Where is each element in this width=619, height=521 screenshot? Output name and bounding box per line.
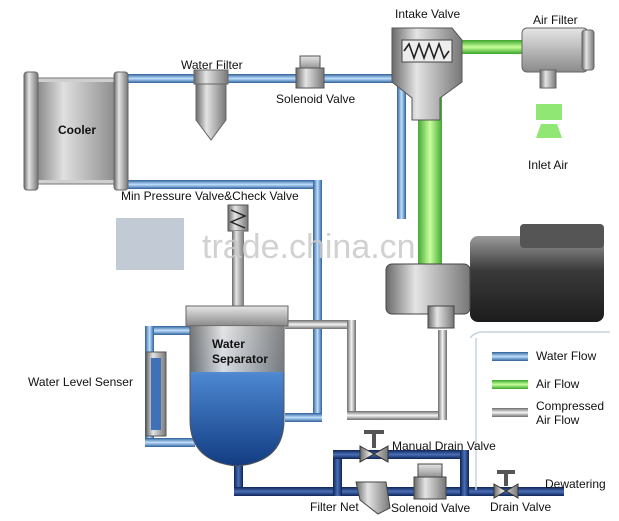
cooler bbox=[23, 71, 129, 191]
label-drain-valve: Drain Valve bbox=[490, 500, 552, 514]
label-water-separator-line2: Separator bbox=[212, 352, 269, 366]
compressor-motor bbox=[385, 224, 604, 329]
watermark: trade.china.cn bbox=[202, 228, 416, 266]
intake-valve bbox=[391, 27, 463, 121]
min-pressure-valve-icon bbox=[227, 204, 249, 311]
legend-air-swatch bbox=[492, 380, 528, 389]
label-filter-net: Filter Net bbox=[310, 500, 359, 514]
label-min-pressure-valve: Min Pressure Valve&Check Valve bbox=[121, 189, 299, 203]
label-inlet-air: Inlet Air bbox=[528, 158, 569, 172]
legend-water-swatch bbox=[492, 352, 528, 361]
display-panel bbox=[116, 218, 184, 270]
label-water-filter: Water Filter bbox=[181, 58, 243, 72]
legend bbox=[469, 331, 610, 490]
filter-net-icon bbox=[355, 481, 391, 515]
label-water-level-sensor: Water Level Senser bbox=[28, 375, 133, 389]
water-pipe-top bbox=[120, 74, 406, 219]
air-filter bbox=[521, 27, 595, 138]
legend-air-flow: Air Flow bbox=[536, 377, 580, 391]
label-manual-drain-valve: Manual Drain Valve bbox=[392, 439, 496, 453]
label-solenoid-valve-top: Solenoid Valve bbox=[276, 92, 356, 106]
label-solenoid-valve-bottom: Solenoid Valve bbox=[391, 501, 471, 515]
label-dewatering: Dewatering bbox=[545, 477, 606, 491]
label-water-separator-line1: Water bbox=[212, 337, 245, 351]
drain-valve-icon bbox=[493, 470, 519, 499]
label-air-filter: Air Filter bbox=[533, 13, 578, 27]
label-cooler: Cooler bbox=[58, 123, 97, 137]
manual-drain-valve-icon bbox=[359, 430, 389, 463]
legend-compressed-air-flow-line2: Air Flow bbox=[536, 413, 580, 427]
solenoid-valve-top-icon bbox=[295, 55, 325, 89]
legend-compressed-air-flow-line1: Compressed bbox=[536, 399, 605, 413]
water-pipe-cooler-to-separator bbox=[120, 180, 322, 422]
water-separator bbox=[185, 305, 289, 467]
solenoid-valve-bottom-icon bbox=[413, 463, 447, 500]
compressed-air-pipe bbox=[285, 320, 447, 420]
label-intake-valve: Intake Valve bbox=[395, 7, 461, 21]
water-filter bbox=[193, 69, 229, 141]
water-level-sensor bbox=[145, 351, 167, 437]
drain-pipe bbox=[234, 450, 564, 496]
legend-compressed-swatch bbox=[492, 408, 528, 417]
legend-water-flow: Water Flow bbox=[536, 349, 597, 363]
